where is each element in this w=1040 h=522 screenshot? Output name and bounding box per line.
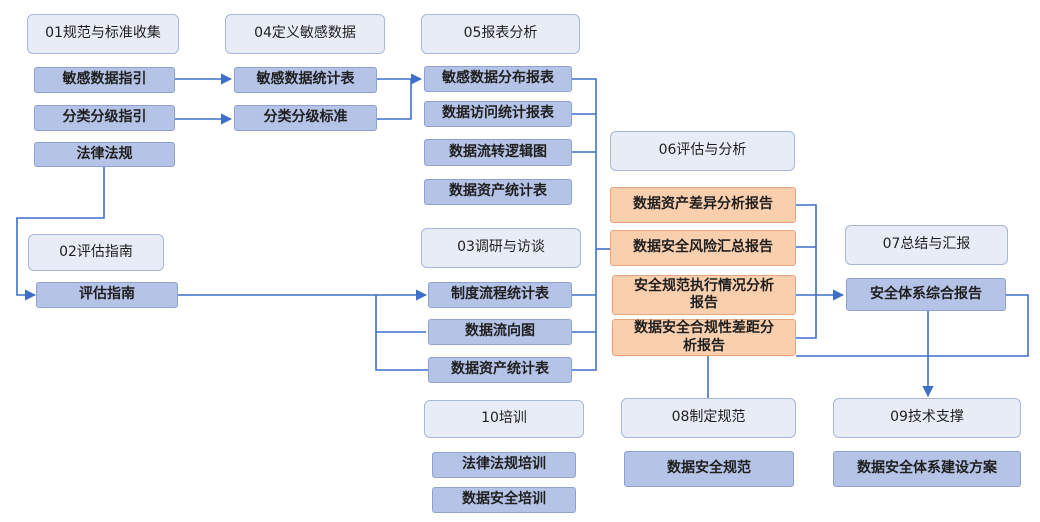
group-04-title: 04定义敏感数据 [254, 25, 356, 42]
wire-reports-bracket [572, 78, 597, 371]
data-access-report-box: 数据访问统计报表 [424, 101, 572, 127]
security-summary-report-label: 安全体系综合报告 [870, 285, 982, 302]
group-05-header: 05报表分析 [421, 14, 580, 54]
wire-classify-standard-to-distribution [377, 79, 412, 120]
data-flow-logic-box: 数据流转逻辑图 [424, 139, 572, 166]
group-04-header: 04定义敏感数据 [225, 14, 385, 54]
sensitive-data-stats-box: 敏感数据统计表 [234, 67, 377, 93]
wire-assessment-bracket [796, 204, 817, 339]
group-03-title: 03调研与访谈 [457, 239, 545, 256]
group-01-header: 01规范与标准收集 [27, 14, 179, 54]
wire-guide-branch [375, 295, 428, 371]
sensitive-data-guide-box: 敏感数据指引 [34, 67, 175, 93]
process-stats-label: 制度流程统计表 [451, 286, 549, 303]
data-asset-stats-05-box: 数据资产统计表 [424, 179, 572, 205]
wire-summary-loop [796, 294, 1029, 357]
data-security-spec-box: 数据安全规范 [624, 451, 794, 487]
group-07-header: 07总结与汇报 [845, 225, 1008, 265]
group-02-header: 02评估指南 [28, 234, 164, 271]
classification-guide-label: 分类分级指引 [62, 109, 147, 126]
classification-standard-label: 分类分级标准 [263, 109, 348, 126]
data-flow-diagram-box: 数据流向图 [428, 319, 572, 345]
assessment-guide-label: 评估指南 [79, 286, 135, 303]
data-flow-logic-label: 数据流转逻辑图 [449, 143, 547, 160]
process-stats-box: 制度流程统计表 [428, 282, 572, 308]
security-system-plan-label: 数据安全体系建设方案 [857, 460, 997, 477]
group-09-header: 09技术支撑 [833, 398, 1021, 438]
laws-training-box: 法律法规培训 [432, 452, 576, 478]
group-07-title: 07总结与汇报 [882, 236, 971, 253]
group-02-title: 02评估指南 [59, 243, 133, 260]
wire-laws-to-assessment-guide [16, 167, 105, 301]
data-asset-stats-03-box: 数据资产统计表 [428, 357, 572, 383]
data-asset-stats-05-label: 数据资产统计表 [449, 183, 547, 200]
group-06-header: 06评估与分析 [610, 131, 795, 171]
security-summary-report-box: 安全体系综合报告 [846, 278, 1006, 311]
group-06-title: 06评估与分析 [658, 142, 747, 159]
laws-regulations-label: 法律法规 [76, 145, 133, 162]
group-01-title: 01规范与标准收集 [45, 25, 161, 42]
security-system-plan-box: 数据安全体系建设方案 [833, 451, 1021, 487]
sensitive-distribution-report-box: 敏感数据分布报表 [424, 66, 572, 92]
data-security-spec-label: 数据安全规范 [667, 460, 751, 477]
assessment-guide-box: 评估指南 [36, 282, 178, 308]
data-asset-stats-03-label: 数据资产统计表 [451, 361, 549, 378]
security-training-label: 数据安全培训 [462, 491, 546, 508]
group-05-title: 05报表分析 [463, 25, 538, 42]
classification-guide-box: 分类分级指引 [34, 105, 175, 131]
data-flow-diagram-label: 数据流向图 [465, 323, 535, 340]
group-10-header: 10培训 [424, 400, 584, 438]
data-access-report-label: 数据访问统计报表 [442, 105, 554, 122]
sensitive-data-stats-label: 敏感数据统计表 [256, 71, 355, 88]
sensitive-data-guide-label: 敏感数据指引 [62, 71, 147, 88]
group-10-title: 10培训 [481, 410, 527, 427]
group-08-header: 08制定规范 [621, 398, 796, 438]
risk-summary-report-box: 数据安全风险汇总报告 [610, 230, 796, 266]
group-09-title: 09技术支撑 [890, 409, 964, 426]
asset-diff-report-box: 数据资产差异分析报告 [610, 187, 796, 223]
risk-summary-report-label: 数据安全风险汇总报告 [633, 239, 773, 256]
group-03-header: 03调研与访谈 [421, 228, 581, 268]
security-training-box: 数据安全培训 [432, 487, 576, 513]
laws-regulations-box: 法律法规 [34, 142, 175, 167]
compliance-gap-report-label: 数据安全合规性差距分析报告 [634, 320, 774, 354]
classification-standard-box: 分类分级标准 [234, 105, 377, 131]
laws-training-label: 法律法规培训 [462, 456, 546, 473]
compliance-gap-report-box: 数据安全合规性差距分析报告 [612, 319, 796, 356]
asset-diff-report-label: 数据资产差异分析报告 [633, 196, 773, 213]
spec-execution-report-label: 安全规范执行情况分析报告 [634, 277, 774, 312]
sensitive-distribution-report-label: 敏感数据分布报表 [442, 70, 554, 87]
group-08-title: 08制定规范 [671, 409, 746, 426]
spec-execution-report-box: 安全规范执行情况分析报告 [612, 275, 796, 315]
